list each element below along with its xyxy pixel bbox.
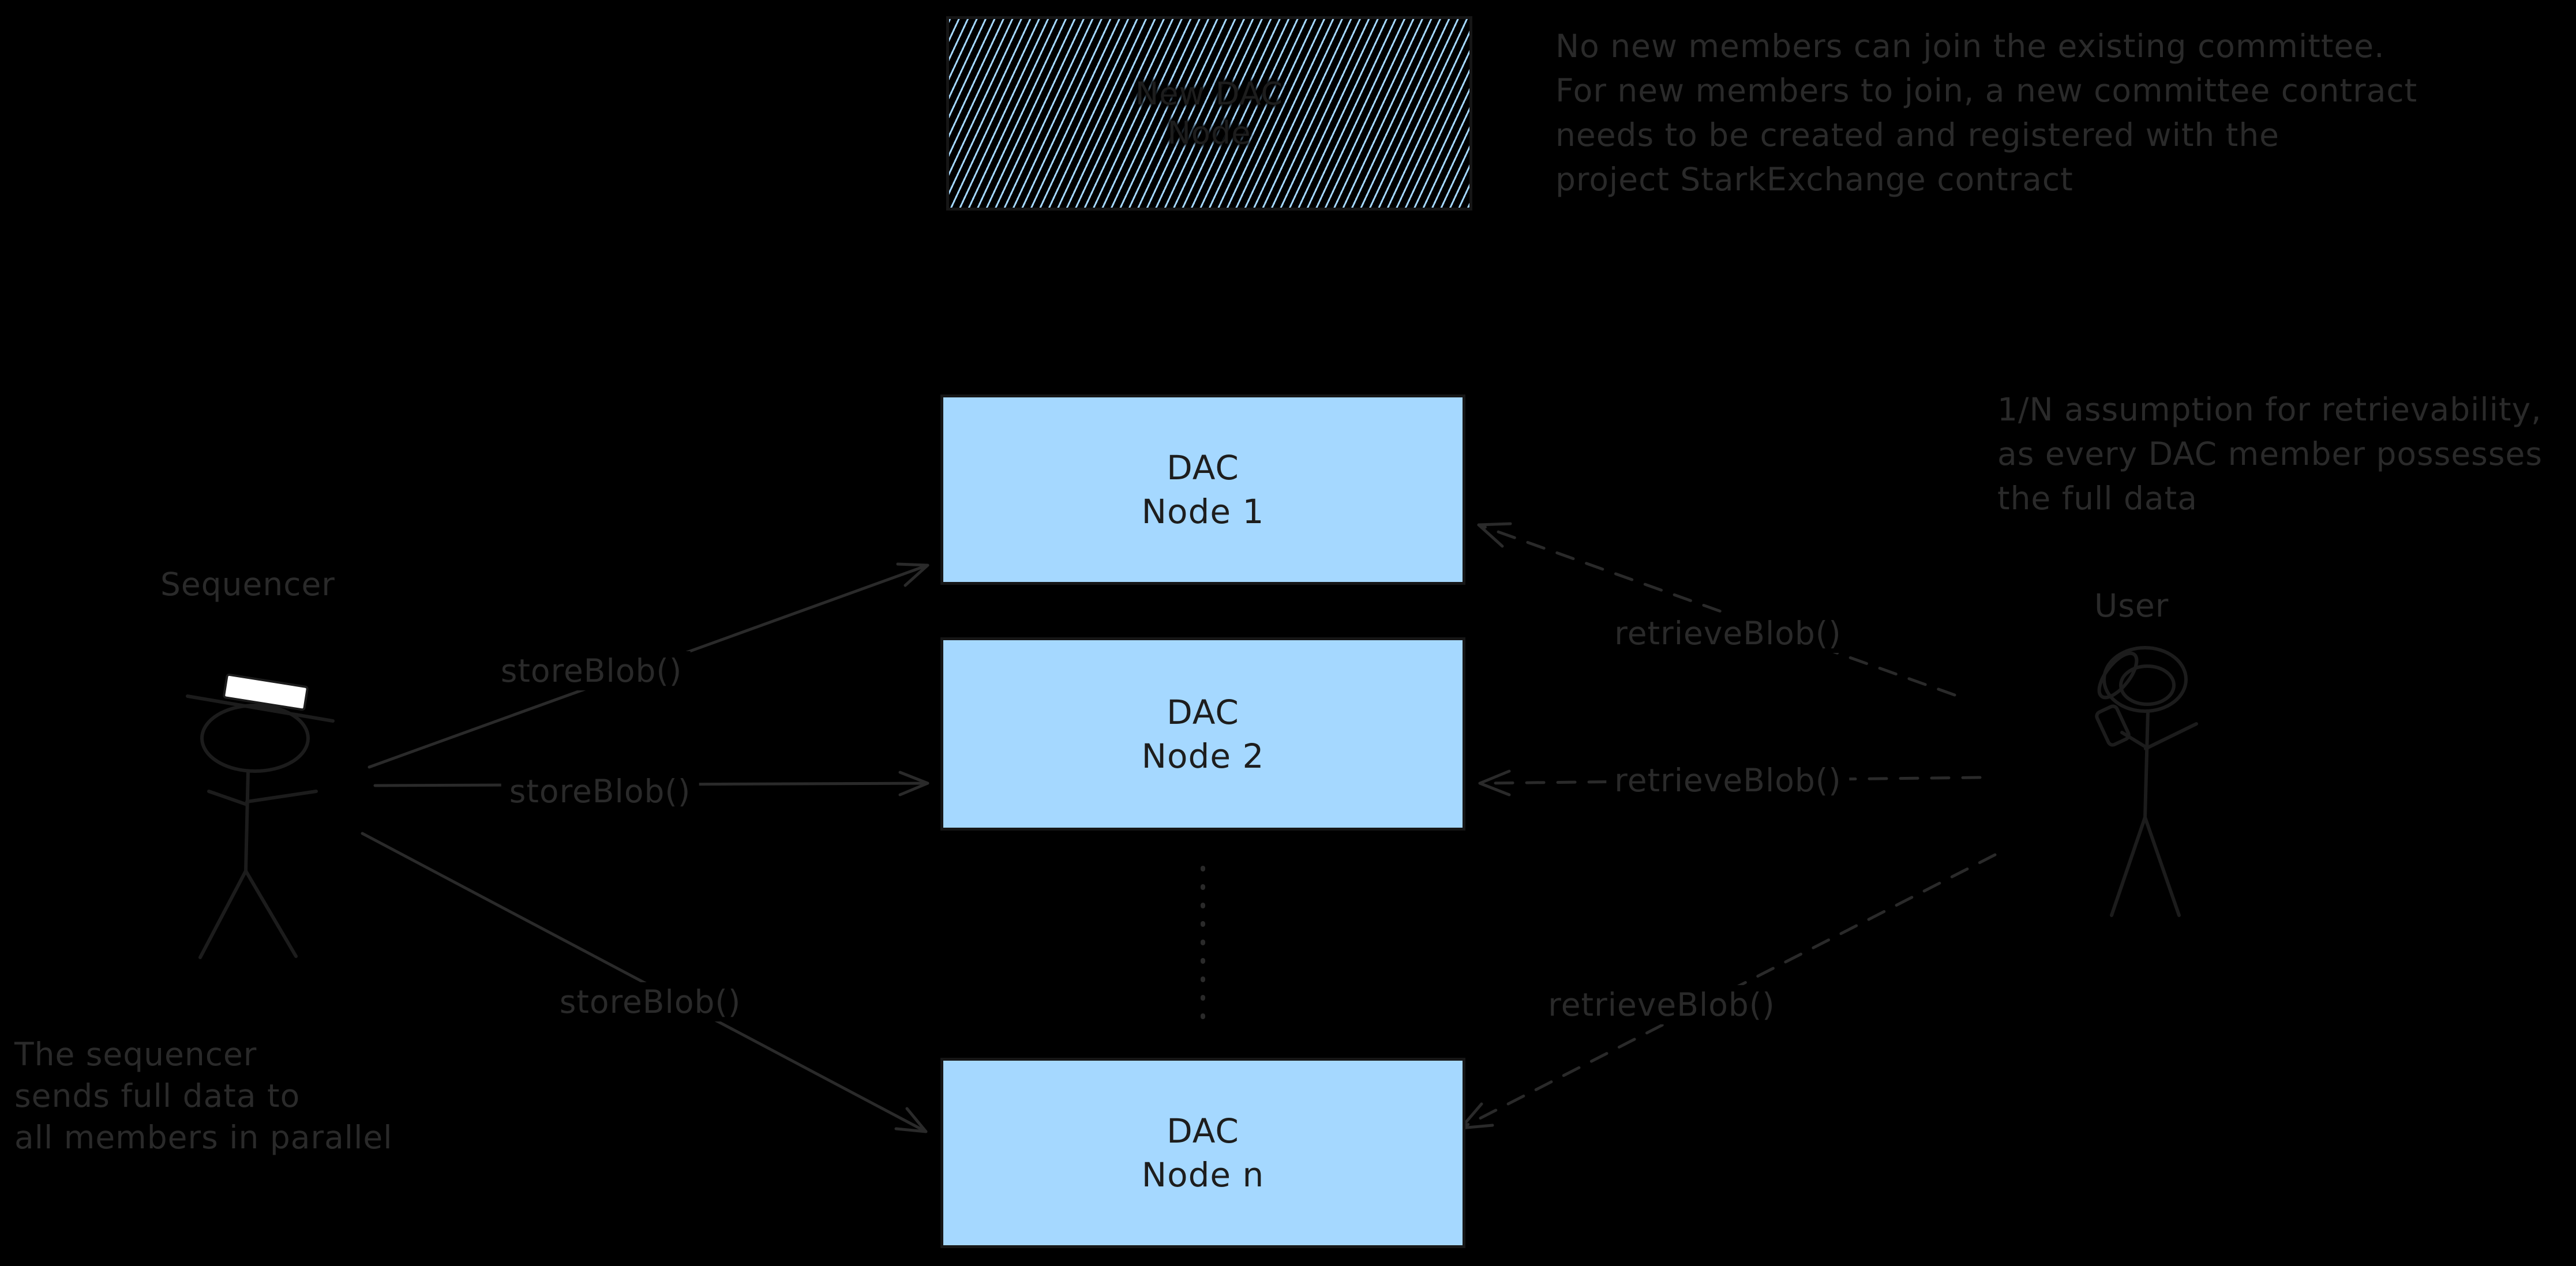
sequencer-body: [244, 769, 250, 873]
new-dac-node-label-line1: New DAC: [1135, 75, 1284, 112]
dac-node-2-label-line1: DAC: [1167, 692, 1239, 732]
sequencer-left-arm: [207, 790, 249, 806]
retrievability-line2: as every DAC member possesses: [1997, 435, 2543, 472]
user-face-scribble: [2119, 664, 2176, 706]
new-dac-node-box: New DAC Node: [946, 16, 1472, 211]
retrieve-blob-label-1: retrieveBlob(): [1606, 614, 1850, 653]
dac-node-n-box: DAC Node n: [940, 1058, 1465, 1248]
dac-node-2-label-line2: Node 2: [1141, 736, 1265, 776]
hat-brim: [186, 694, 335, 723]
sequencer-behavior-line2: sends full data to: [14, 1077, 301, 1114]
committee-rules-line4: project StarkExchange contract: [1555, 161, 2073, 198]
retrieve-blob-label-2: retrieveBlob(): [1606, 761, 1850, 800]
retrieve-blob-label-3: retrieveBlob(): [1540, 985, 1783, 1024]
dac-node-1-label-line2: Node 1: [1141, 492, 1265, 531]
retrievability-line1: 1/N assumption for retrievability,: [1997, 391, 2542, 428]
store-blob-label-1: storeBlob(): [492, 651, 691, 690]
sequencer-right-arm: [245, 790, 318, 803]
committee-rules-line2: For new members to join, a new committee…: [1555, 72, 2418, 109]
user-phone-icon: [2095, 704, 2131, 747]
committee-rules-line3: needs to be created and registered with …: [1555, 117, 2280, 153]
retrievability-line3: the full data: [1997, 480, 2198, 517]
user-figure: [2095, 646, 2198, 917]
committee-rules-note: No new members can join the existing com…: [1555, 24, 2417, 202]
sequencer-behavior-note: The sequencer sends full data to all mem…: [14, 1034, 392, 1158]
retrieve-arrow-1: [1477, 522, 1956, 697]
user-right-arm: [2144, 722, 2198, 750]
new-dac-node-label-line2: Node: [1167, 114, 1251, 151]
dac-node-n-label-line2: Node n: [1141, 1155, 1265, 1194]
user-right-leg: [2143, 816, 2181, 917]
sequencer-label: Sequencer: [160, 566, 335, 603]
sequencer-behavior-line3: all members in parallel: [14, 1119, 393, 1156]
sequencer-behavior-line1: The sequencer: [14, 1036, 257, 1073]
user-hair-loop: [2097, 651, 2139, 700]
committee-rules-line1: No new members can join the existing com…: [1555, 28, 2385, 65]
sequencer-left-leg: [198, 869, 248, 959]
dac-node-2-box: DAC Node 2: [940, 637, 1465, 831]
user-head: [2102, 646, 2188, 713]
sequencer-hat-icon: [223, 673, 309, 711]
user-label: User: [2094, 587, 2169, 624]
dac-node-1-label-line1: DAC: [1167, 448, 1239, 487]
sequencer-head: [200, 704, 310, 773]
dac-node-1-box: DAC Node 1: [940, 395, 1465, 585]
sequencer-figure: [186, 673, 335, 959]
dac-node-n-label-line1: DAC: [1167, 1111, 1239, 1151]
user-left-leg: [2110, 816, 2147, 917]
user-left-arm: [2120, 731, 2147, 749]
store-blob-label-2: storeBlob(): [501, 772, 699, 811]
store-blob-label-3: storeBlob(): [551, 982, 749, 1021]
retrievability-note: 1/N assumption for retrievability, as ev…: [1997, 388, 2543, 521]
sequencer-right-leg: [244, 869, 298, 958]
user-body: [2143, 709, 2150, 819]
